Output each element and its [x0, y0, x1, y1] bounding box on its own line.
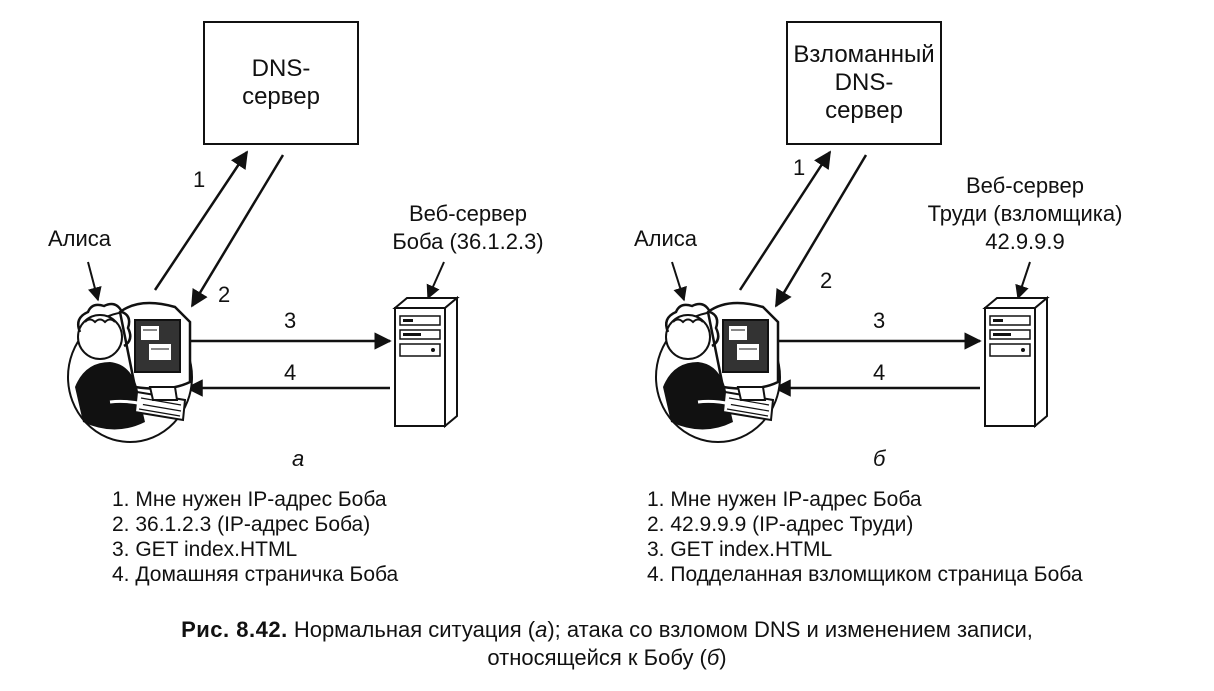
- caption-line-2: относящейся к Бобу (б): [0, 644, 1214, 672]
- caption-line-1: Рис. 8.42. Нормальная ситуация (а); атак…: [0, 616, 1214, 644]
- webserver-label-a: Веб-сервер Боба (36.1.2.3): [392, 201, 544, 254]
- panel-b-sub-label: б: [873, 446, 886, 471]
- arrow-a-2: [190, 154, 285, 308]
- arrow-b-3-label: 3: [873, 308, 886, 333]
- dns-server-box-a: DNS- сервер: [203, 21, 359, 145]
- panel-b-steps: 1. Мне нужен IP-адрес Боба 2. 42.9.9.9 (…: [647, 487, 1083, 587]
- figure-number: Рис. 8.42.: [181, 617, 288, 642]
- caption-text-4: ): [719, 645, 727, 670]
- pointer-alice-a: [87, 261, 102, 302]
- list-item: 3. GET index.HTML: [112, 538, 298, 561]
- pointer-server-b: [1015, 261, 1031, 300]
- arrow-a-4-label: 4: [284, 360, 297, 385]
- list-item: 2. 42.9.9.9 (IP-адрес Труди): [647, 513, 914, 536]
- hacked-dns-server-box-b: Взломанный DNS- сервер: [786, 21, 942, 145]
- server-tower-icon: [984, 297, 1048, 427]
- panel-a-sub-label: а: [292, 446, 305, 471]
- list-item: 4. Домашняя страничка Боба: [112, 563, 399, 586]
- caption-a: а: [535, 617, 548, 642]
- panel-a-arrows: [87, 150, 445, 397]
- caption-text-3: относящейся к Бобу (: [487, 645, 707, 670]
- alice-computer-icon: [654, 301, 782, 444]
- alice-label-b: Алиса: [634, 226, 698, 251]
- server-tower-icon: [394, 297, 458, 427]
- arrow-b-1: [738, 150, 832, 291]
- alice-computer-icon: [66, 301, 194, 444]
- alice-label-a: Алиса: [48, 226, 112, 251]
- list-item: 4. Подделанная взломщиком страница Боба: [647, 563, 1083, 586]
- pointer-alice-b: [671, 261, 687, 302]
- panel-a-steps: 1. Мне нужен IP-адрес Боба 2. 36.1.2.3 (…: [112, 487, 398, 587]
- caption-text-2: ); атака со взломом DNS и изменением зап…: [547, 617, 1033, 642]
- arrow-a-3-label: 3: [284, 308, 297, 333]
- arrow-b-2: [774, 154, 868, 308]
- list-item: 1. Мне нужен IP-адрес Боба: [647, 488, 922, 511]
- caption-text-1: Нормальная ситуация (: [287, 617, 536, 642]
- arrow-b-1-label: 1: [793, 155, 806, 180]
- arrow-a-1: [153, 150, 249, 291]
- arrow-b-4-label: 4: [873, 360, 886, 385]
- list-item: 2. 36.1.2.3 (IP-адрес Боба): [112, 513, 371, 536]
- caption-b: б: [706, 645, 720, 670]
- panel-b-arrows: [671, 150, 1031, 397]
- arrow-a-2-label: 2: [218, 282, 231, 307]
- figure-caption: Рис. 8.42. Нормальная ситуация (а); атак…: [0, 616, 1214, 672]
- arrow-a-1-label: 1: [193, 167, 206, 192]
- list-item: 3. GET index.HTML: [647, 538, 833, 561]
- arrow-b-2-label: 2: [820, 268, 833, 293]
- pointer-server-a: [426, 261, 445, 300]
- list-item: 1. Мне нужен IP-адрес Боба: [112, 488, 387, 511]
- webserver-label-b: Веб-сервер Труди (взломщика) 42.9.9.9: [927, 173, 1123, 254]
